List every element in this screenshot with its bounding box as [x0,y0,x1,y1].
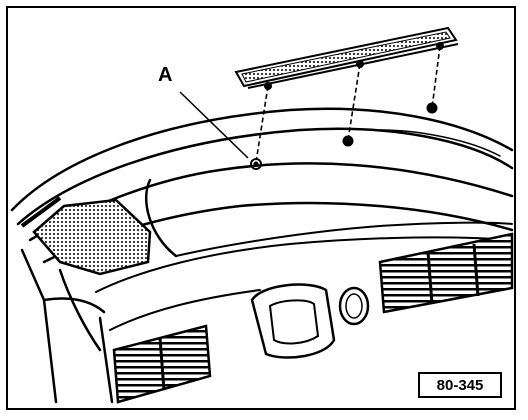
callout-label-a: A [158,64,173,86]
speaker-grille [20,196,152,276]
mounting-screw-lines [255,45,441,163]
air-vent-right [378,232,514,314]
callout-leader [179,91,249,159]
air-vent-left [112,324,212,404]
figure-id-badge: 80-345 [418,372,502,398]
defrost-vent-strip [234,26,459,89]
center-console-opening [250,283,370,359]
